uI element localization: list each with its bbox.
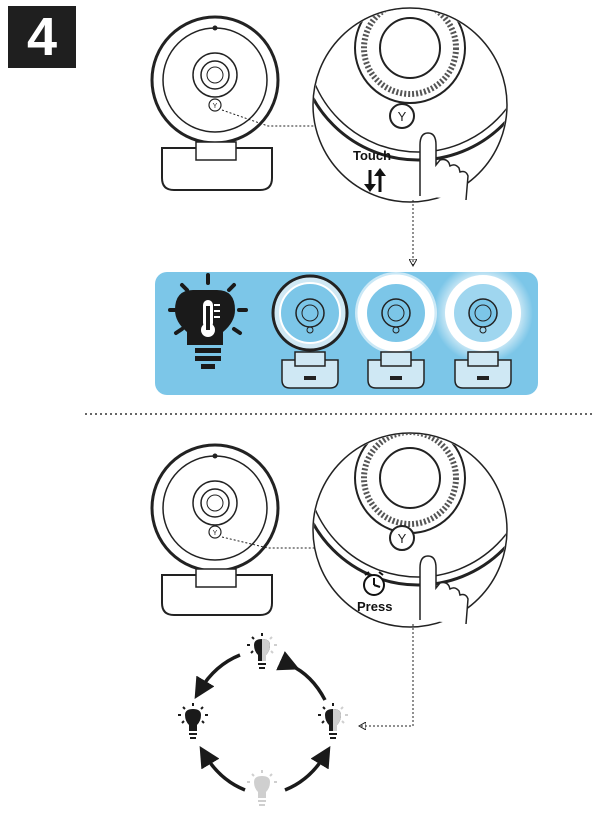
bulb-icon-off [247,770,277,806]
webcam-top: Y [150,15,280,191]
bulb-icon-full [178,703,208,739]
cycle-arrow-icon [194,651,331,792]
bulb-icon-half-top [247,633,277,669]
hand-icon [419,555,469,625]
bulb-mode-cycle [178,633,348,806]
brightness-panel [155,263,538,395]
svg-text:Y: Y [398,531,407,546]
clock-icon [363,571,385,596]
svg-text:Y: Y [213,103,218,110]
up-down-arrows-icon [364,168,386,192]
touch-label: Touch [353,148,392,163]
step-number-badge: 4 [8,6,76,68]
webcam-brightness-mid [355,272,437,389]
svg-text:Y: Y [213,530,218,537]
webcam-bottom: Y [150,443,280,616]
touch-sensor-icon [389,525,415,551]
zoom-detail-touch: Y [312,7,508,203]
webcam-brightness-low [271,274,349,389]
hand-icon [419,132,469,201]
webcam-brightness-high [433,263,533,389]
bulb-icon-half-right [318,703,348,739]
zoom-detail-press: Y [312,432,508,628]
press-label: Press [357,599,393,614]
svg-text:Y: Y [398,109,407,124]
thermometer-bulb-icon [168,273,248,369]
touch-sensor-icon [389,103,415,129]
